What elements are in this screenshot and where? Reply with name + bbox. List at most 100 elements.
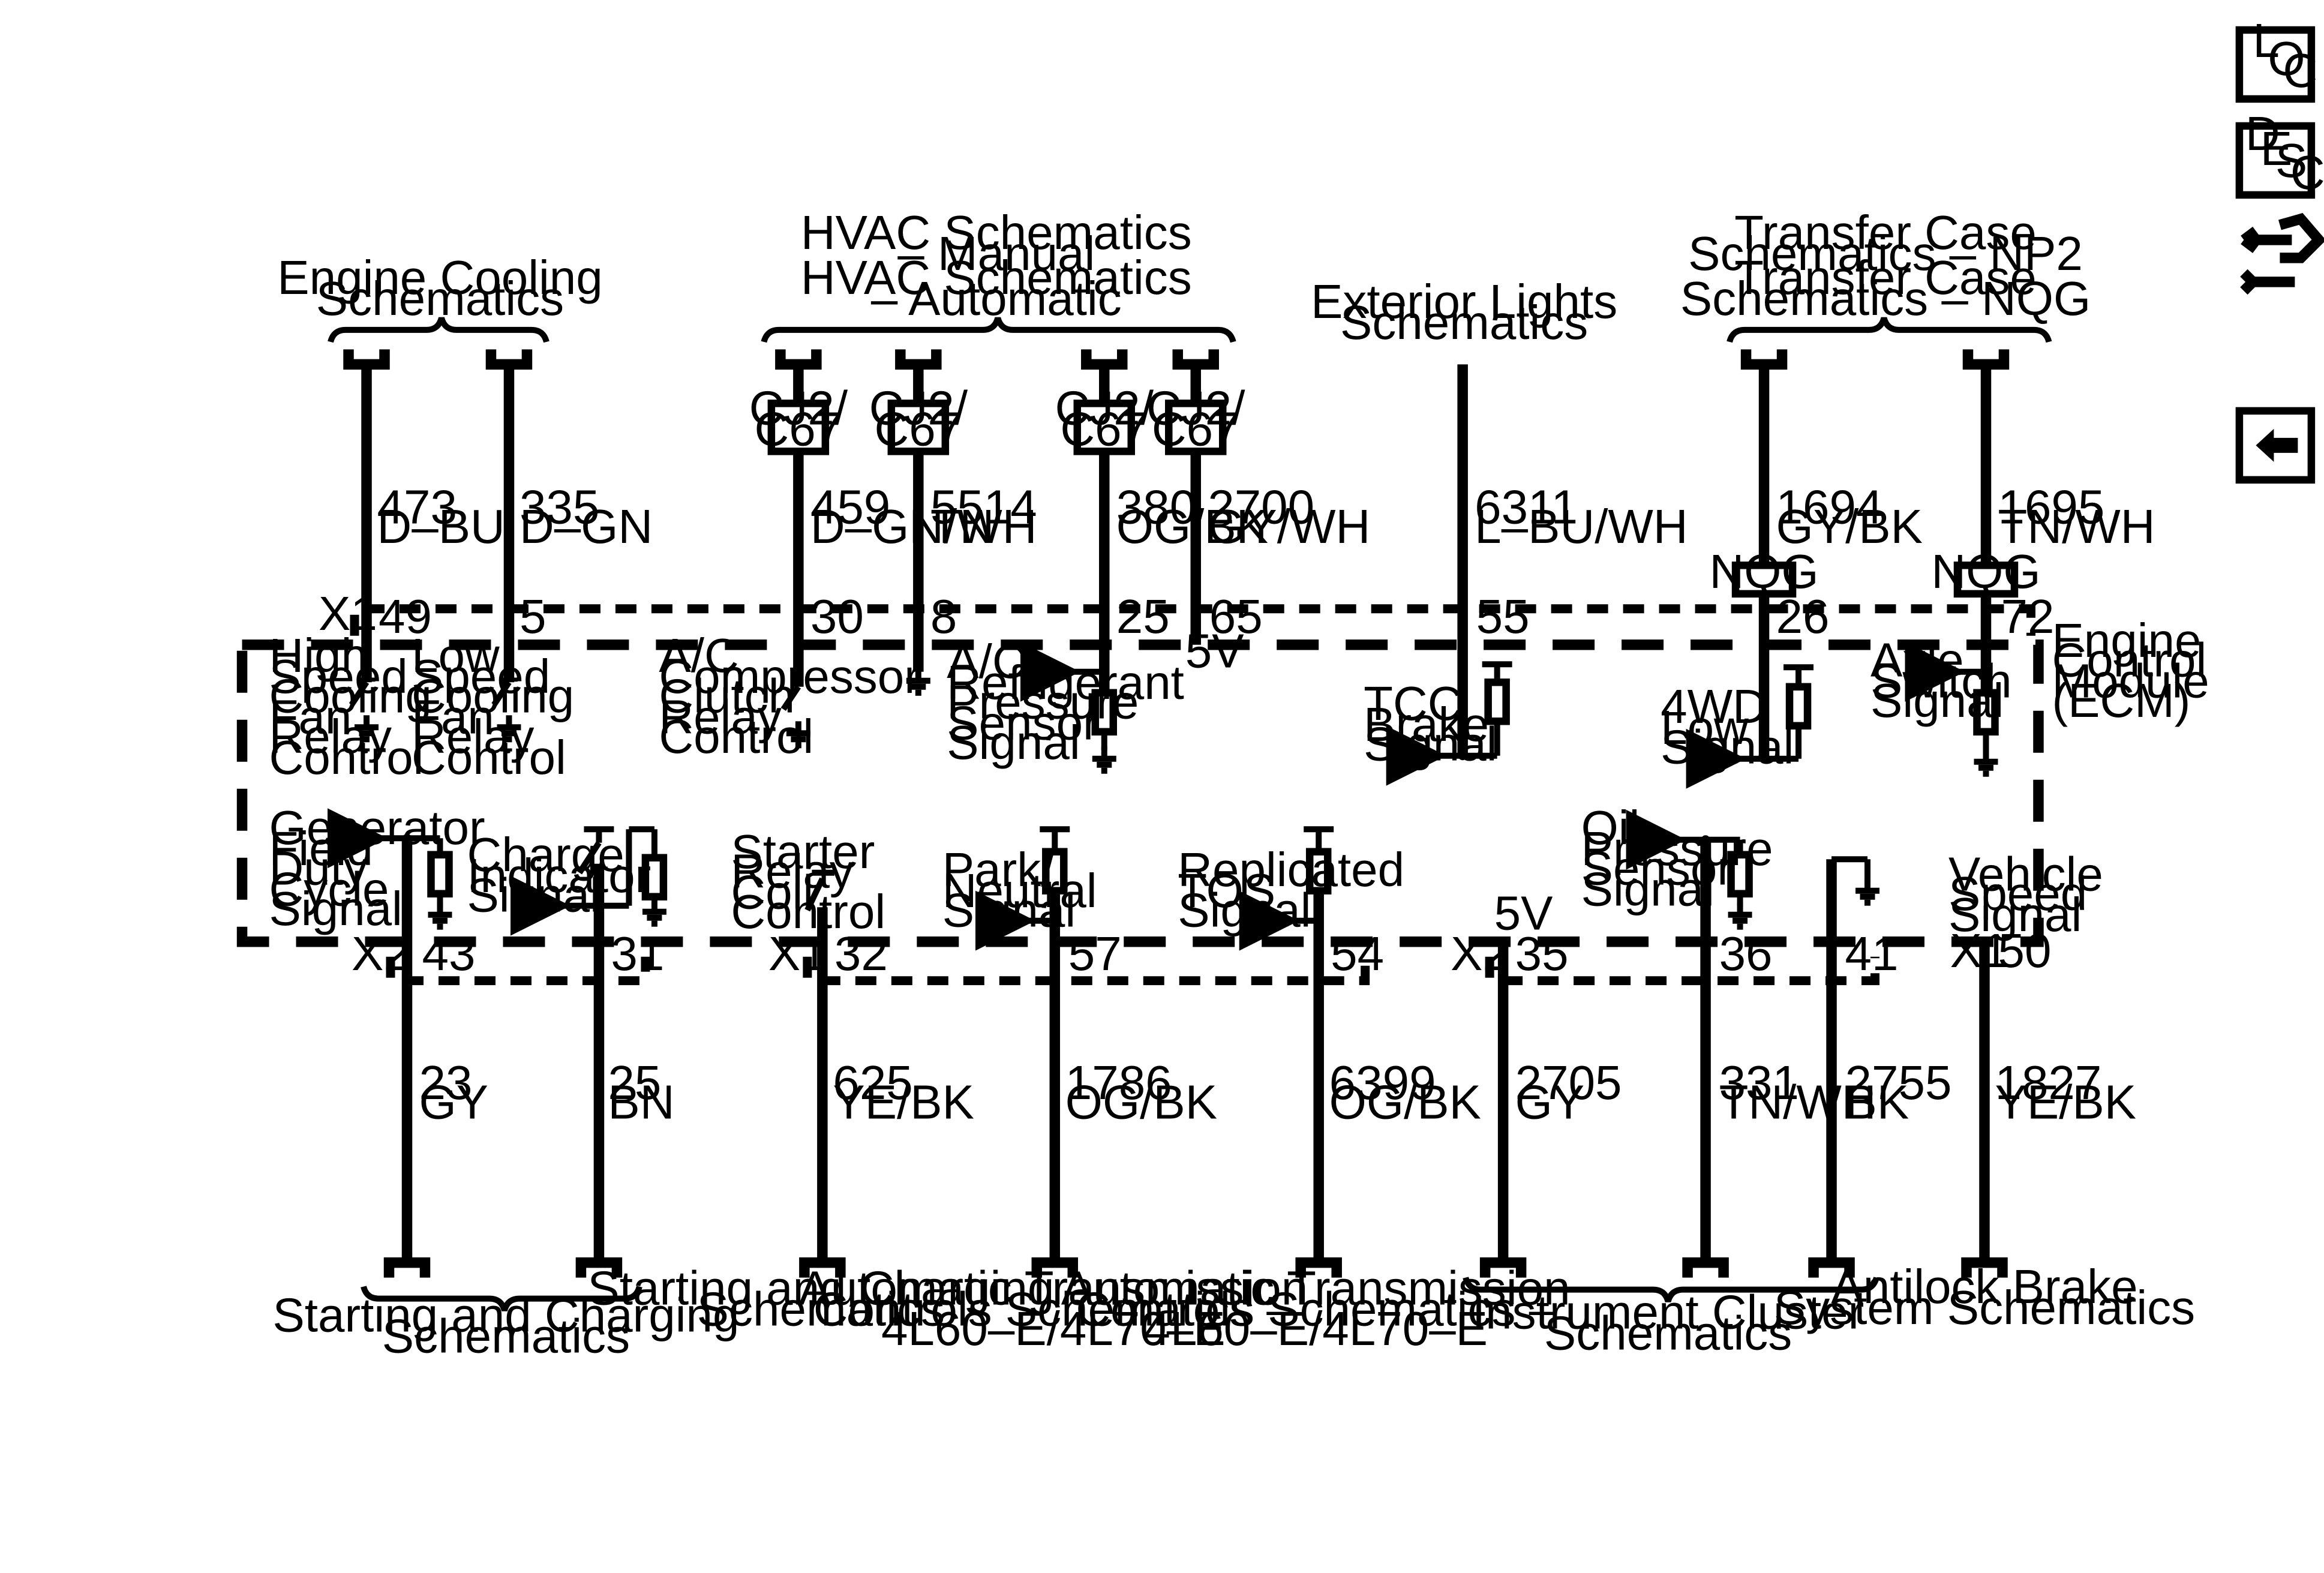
wire-1827[interactable]: 50 1827 YE/BK [1966,924,2136,1277]
c2755-num: 2755 [1845,1056,1952,1109]
c5514-num: 5514 [930,480,1037,533]
dest-hvac-1: HVAC Schematics [801,206,1192,259]
dest-exterior-lights[interactable]: Exterior Lights Schematics [1311,275,1617,349]
c459-color: D–GN/WH [810,500,1037,553]
fwd-low-3: Signal [1661,720,1794,773]
dest-transfer-case[interactable]: Transfer Case Schematics – NP2 Transfer … [1680,206,2091,343]
dest-engine-cooling-2: Schematics [316,272,564,325]
wire-473[interactable]: 473 D–BU 49 [349,349,505,739]
dest-ext-lights-2: Schematics [1340,296,1588,349]
nav-desc-s: S [2275,134,2307,187]
dest-tc-2: Schematics – NP2 [1688,227,2083,280]
fwd-low-2: Low [1661,701,1749,754]
dest-engine-cooling-1: Engine Cooling [277,251,602,304]
dest-hvac-2: – Manual [897,227,1095,280]
x2-left-label: X2 [352,927,410,980]
dest-hvac[interactable]: HVAC Schematics – Manual HVAC Schematics… [761,206,1236,343]
dest-starting-charging-b[interactable]: Starting and Charging Schematics [587,1262,1054,1336]
c459-num: 459 [810,480,890,533]
tos-2: TOS [1178,864,1275,917]
wire-23[interactable]: 43 23 GY [389,838,488,1277]
wire-2705[interactable]: 5V 35 2705 GY [1485,887,1622,1278]
gen-field-3: Duty [269,842,368,895]
label-tcc: TCC Brake Signal [1364,677,1497,770]
starter-2: Relay [731,845,853,898]
connector-tool-icon[interactable] [2240,212,2324,295]
c1827-num: 1827 [1995,1056,2101,1109]
nav-loc-o: O [2268,32,2305,85]
ls-fan-2: Speed [412,650,550,703]
wire-25[interactable]: 31 25 BN [581,905,675,1278]
c2700-color: GY/WH [1208,500,1370,553]
tcc-3: Signal [1364,717,1497,770]
wire-459[interactable]: CJ2/ C67 459 D–GN/WH 30 [749,349,1037,745]
c25-pin: 31 [611,927,664,980]
wire-5514[interactable]: CJ2/ C67 5514 TN 8 [869,349,1037,692]
ac-clutch-3: Clutch [659,669,795,722]
c380-num: 380 [1116,480,1196,533]
description-view-button[interactable]: D E S C [2235,107,2324,199]
hs-fan-2: Speed [269,650,408,703]
c1694-color: GY/BK [1776,500,1923,553]
c25-color: BN [608,1076,674,1129]
c25-num: 25 [608,1056,661,1109]
c2700-cj2-1: CJ2/ [1146,381,1245,434]
back-arrow-button[interactable] [2235,407,2316,484]
vss-3: Signal [1948,888,2082,941]
dest-sc-b-2: Schematics [697,1283,945,1336]
ac-press-5: Signal [947,716,1080,769]
c335-color: D–GN [520,500,653,553]
dest-engine-cooling[interactable]: Engine Cooling Schematics [277,251,603,343]
wire-625[interactable]: 32 625 YE/BK [804,907,974,1277]
c1694-num: 1694 [1776,480,1883,533]
wire-1694[interactable]: NQG 1694 GY/BK 26 [1686,349,1923,789]
wire-331[interactable]: 36 331 TN/WH [1688,839,1876,1278]
dest-starting-charging-a[interactable]: Starting and Charging Schematics [272,1286,739,1363]
c6399-num: 6399 [1329,1056,1436,1109]
tcc-1: TCC [1364,677,1462,730]
dest-ext-lights-1: Exterior Lights [1311,275,1617,328]
c625-pin: 32 [834,927,888,980]
wire-6399[interactable]: 54 6399 OG/BK [1301,890,1481,1278]
wire-2700[interactable]: CJ2/ C67 2700 GY/WH 65 5V [1146,349,1370,677]
c1695-nqg: NQG [1931,545,2040,598]
left-arrow-icon [2256,428,2298,462]
axle-3: Signal [1870,674,2004,727]
c23-pin: 43 [422,927,475,980]
location-view-button[interactable]: L O C [2235,14,2317,103]
nav-desc-d: D [2245,107,2280,160]
c331-num: 331 [1719,1056,1799,1109]
wire-1786[interactable]: 57 1786 OG/BK [1037,890,1217,1278]
vss-2: Speed [1948,867,2087,920]
ecm-name-3: Module [2052,654,2209,707]
c5514-pin: 8 [930,590,957,643]
dest-trans-a[interactable]: Automatic Transmission Controls Schemati… [798,1262,1308,1355]
oil-pressure-circuit: Oil Pressure Sensor Signal [1581,801,1773,926]
c1786-num: 1786 [1065,1056,1172,1109]
dest-sc-a-1: Starting and Charging [272,1289,739,1342]
dest-instrument-cluster[interactable]: Instrument Cluster Schematics [1463,1277,1879,1360]
hs-fan-1: High [269,629,368,682]
wire-335[interactable]: 335 D–GN 5 [491,349,653,739]
oil-2: Pressure [1581,822,1773,875]
c380-pin: 25 [1116,590,1170,643]
c6311-pin: 55 [1476,590,1530,643]
starter-relay-circuit: Starter Relay Coil Control [731,825,885,938]
c5514-color: TN [930,500,995,553]
cluster-ground-circuit [1831,856,1879,902]
hs-fan-5: Relay [269,710,392,763]
wire-380[interactable]: CJ2/ C67 380 OG/BK 25 [1020,349,1269,770]
c335-num: 335 [520,480,599,533]
wire-6311[interactable]: 6311 L–BU/WH 55 [1386,364,1688,786]
pn-2: Neutral [942,864,1097,917]
wire-1695[interactable]: NQG 1695 TN/WH 72 [1905,349,2155,773]
tos-circuit: Replicated TOS Signal [1178,826,1404,951]
c1695-pin: 72 [2001,590,2054,643]
dest-abs[interactable]: Antilock Brake System Schematics [1774,1260,2195,1334]
wire-2755[interactable]: 41 2755 BK [1813,859,1951,1277]
c2700-cj2-2: C67 [1152,402,1240,455]
hs-fan-4: Fan [269,690,352,743]
charge-ind-1: Charge [467,828,624,881]
ac-clutch-1: A/C [659,629,738,682]
c1695-color: TN/WH [1998,500,2155,553]
